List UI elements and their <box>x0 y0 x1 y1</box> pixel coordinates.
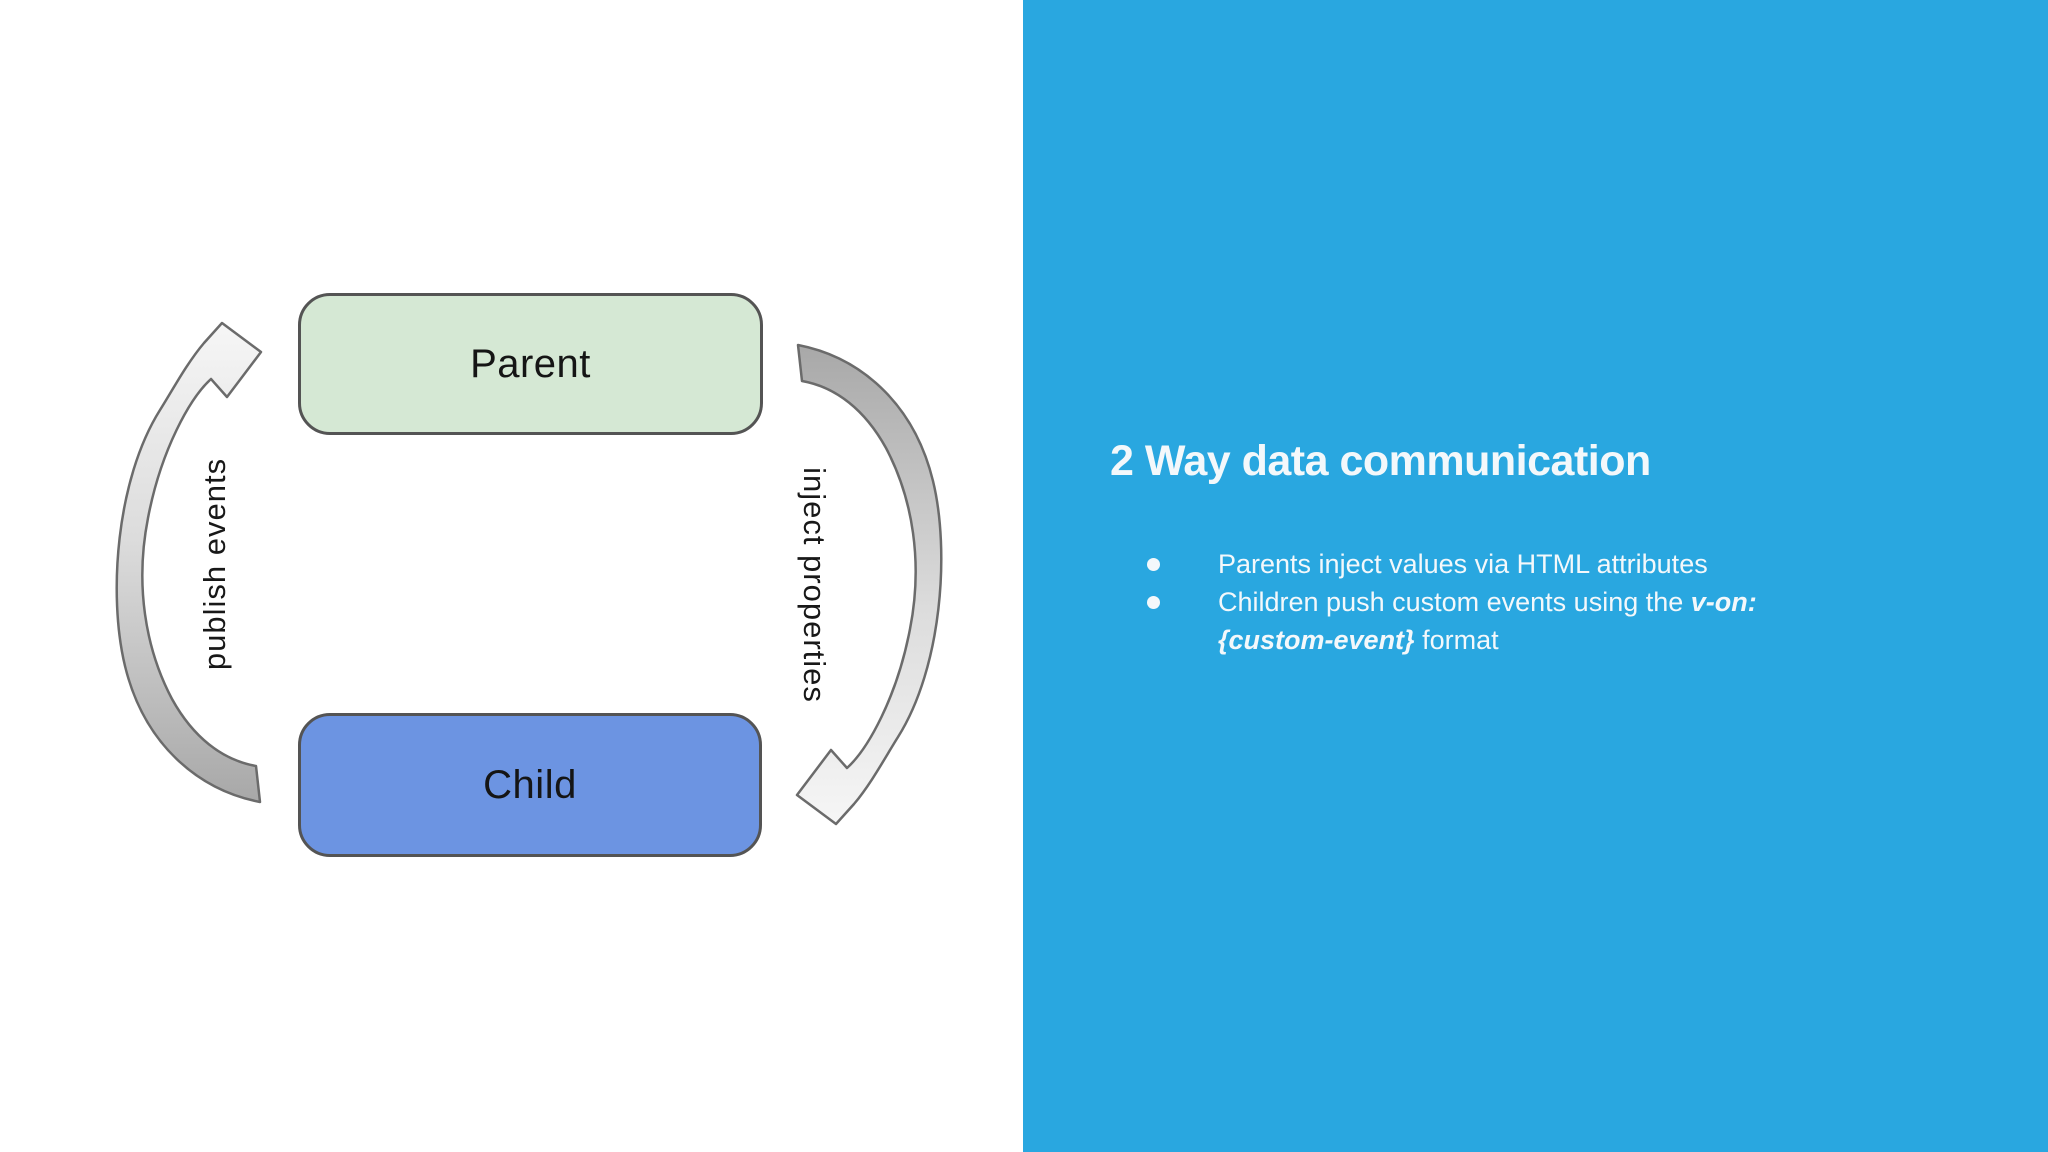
bullet-text-plain: Children push custom events using the <box>1218 587 1691 617</box>
publish-events-arrow <box>115 321 263 804</box>
inject-properties-label: inject properties <box>797 467 832 703</box>
publish-events-label: publish events <box>197 457 232 671</box>
code-highlight: v-on:{custom-event} <box>1218 587 1757 655</box>
inject-properties-arrow <box>795 343 943 826</box>
bullet-text: Parents inject values via HTML attribute… <box>1218 549 1708 579</box>
bullet-item: Children push custom events using the v-… <box>1147 583 1818 659</box>
child-node-label: Child <box>483 762 577 807</box>
parent-node-label: Parent <box>470 341 591 386</box>
bullet-list: Parents inject values via HTML attribute… <box>1147 545 1818 659</box>
slide-title: 2 Way data communication <box>1110 437 1651 485</box>
child-node: Child <box>298 713 762 857</box>
bullet-text-plain: format <box>1414 625 1499 655</box>
bullet-item: Parents inject values via HTML attribute… <box>1147 545 1818 583</box>
parent-node: Parent <box>298 293 763 435</box>
bullet-icon <box>1147 596 1160 609</box>
bullet-icon <box>1147 558 1160 571</box>
content-pane: 2 Way data communication Parents inject … <box>1023 0 2048 1152</box>
bullet-text: Children push custom events using the v-… <box>1218 583 1818 659</box>
diagram-pane: Parent Child publish events inject prope… <box>0 0 1023 1152</box>
